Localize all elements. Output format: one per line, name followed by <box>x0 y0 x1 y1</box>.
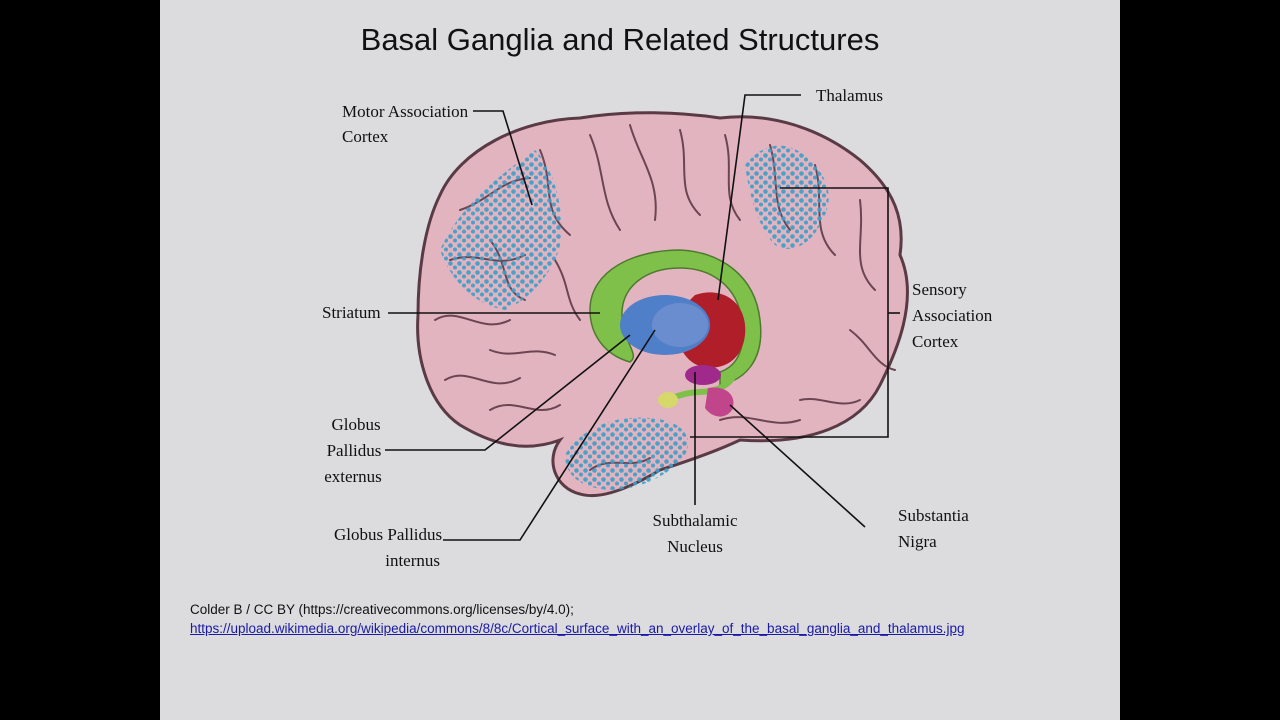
temporal-association-dots <box>565 417 689 490</box>
subthalamic-nucleus <box>685 365 721 385</box>
image-credit: Colder B / CC BY (https://creativecommon… <box>190 600 964 638</box>
label-sn-1: Substantia <box>898 506 969 525</box>
label-striatum: Striatum <box>322 303 381 322</box>
label-gpi-2: internus <box>385 551 440 570</box>
label-stn-1: Subthalamic <box>653 511 738 530</box>
leader-motor <box>473 110 533 206</box>
leader-sn <box>729 404 866 528</box>
label-motor-association-2: Cortex <box>342 127 389 146</box>
substantia-nigra <box>705 387 734 417</box>
label-motor-association-1: Motor Association <box>342 102 469 121</box>
motor-association-dots <box>440 150 562 310</box>
credit-text: Colder B / CC BY (https://creativecommon… <box>190 602 574 617</box>
brain-diagram: Motor Association Cortex Thalamus Sensor… <box>322 86 993 570</box>
label-sensory-association-3: Cortex <box>912 332 959 351</box>
leader-gpe <box>385 334 631 451</box>
slide: Basal Ganglia and Related Structures <box>160 0 1120 720</box>
label-sn-2: Nigra <box>898 532 937 551</box>
label-sensory-association-1: Sensory <box>912 280 967 299</box>
label-stn-2: Nucleus <box>667 537 723 556</box>
label-gpi-1: Globus Pallidus <box>334 525 442 544</box>
leader-thalamus <box>717 94 801 301</box>
credit-link[interactable]: https://upload.wikimedia.org/wikipedia/c… <box>190 621 965 636</box>
label-gpe-3: externus <box>324 467 382 486</box>
label-thalamus: Thalamus <box>816 86 883 105</box>
sensory-association-dots <box>745 145 829 249</box>
slide-title: Basal Ganglia and Related Structures <box>360 22 880 57</box>
caudate-tail <box>658 365 738 408</box>
label-gpe-2: Pallidus <box>327 441 382 460</box>
globus-pallidus <box>620 295 710 355</box>
label-sensory-association-2: Association <box>912 306 993 325</box>
leader-gpi <box>443 329 656 541</box>
label-gpe-1: Globus <box>331 415 380 434</box>
